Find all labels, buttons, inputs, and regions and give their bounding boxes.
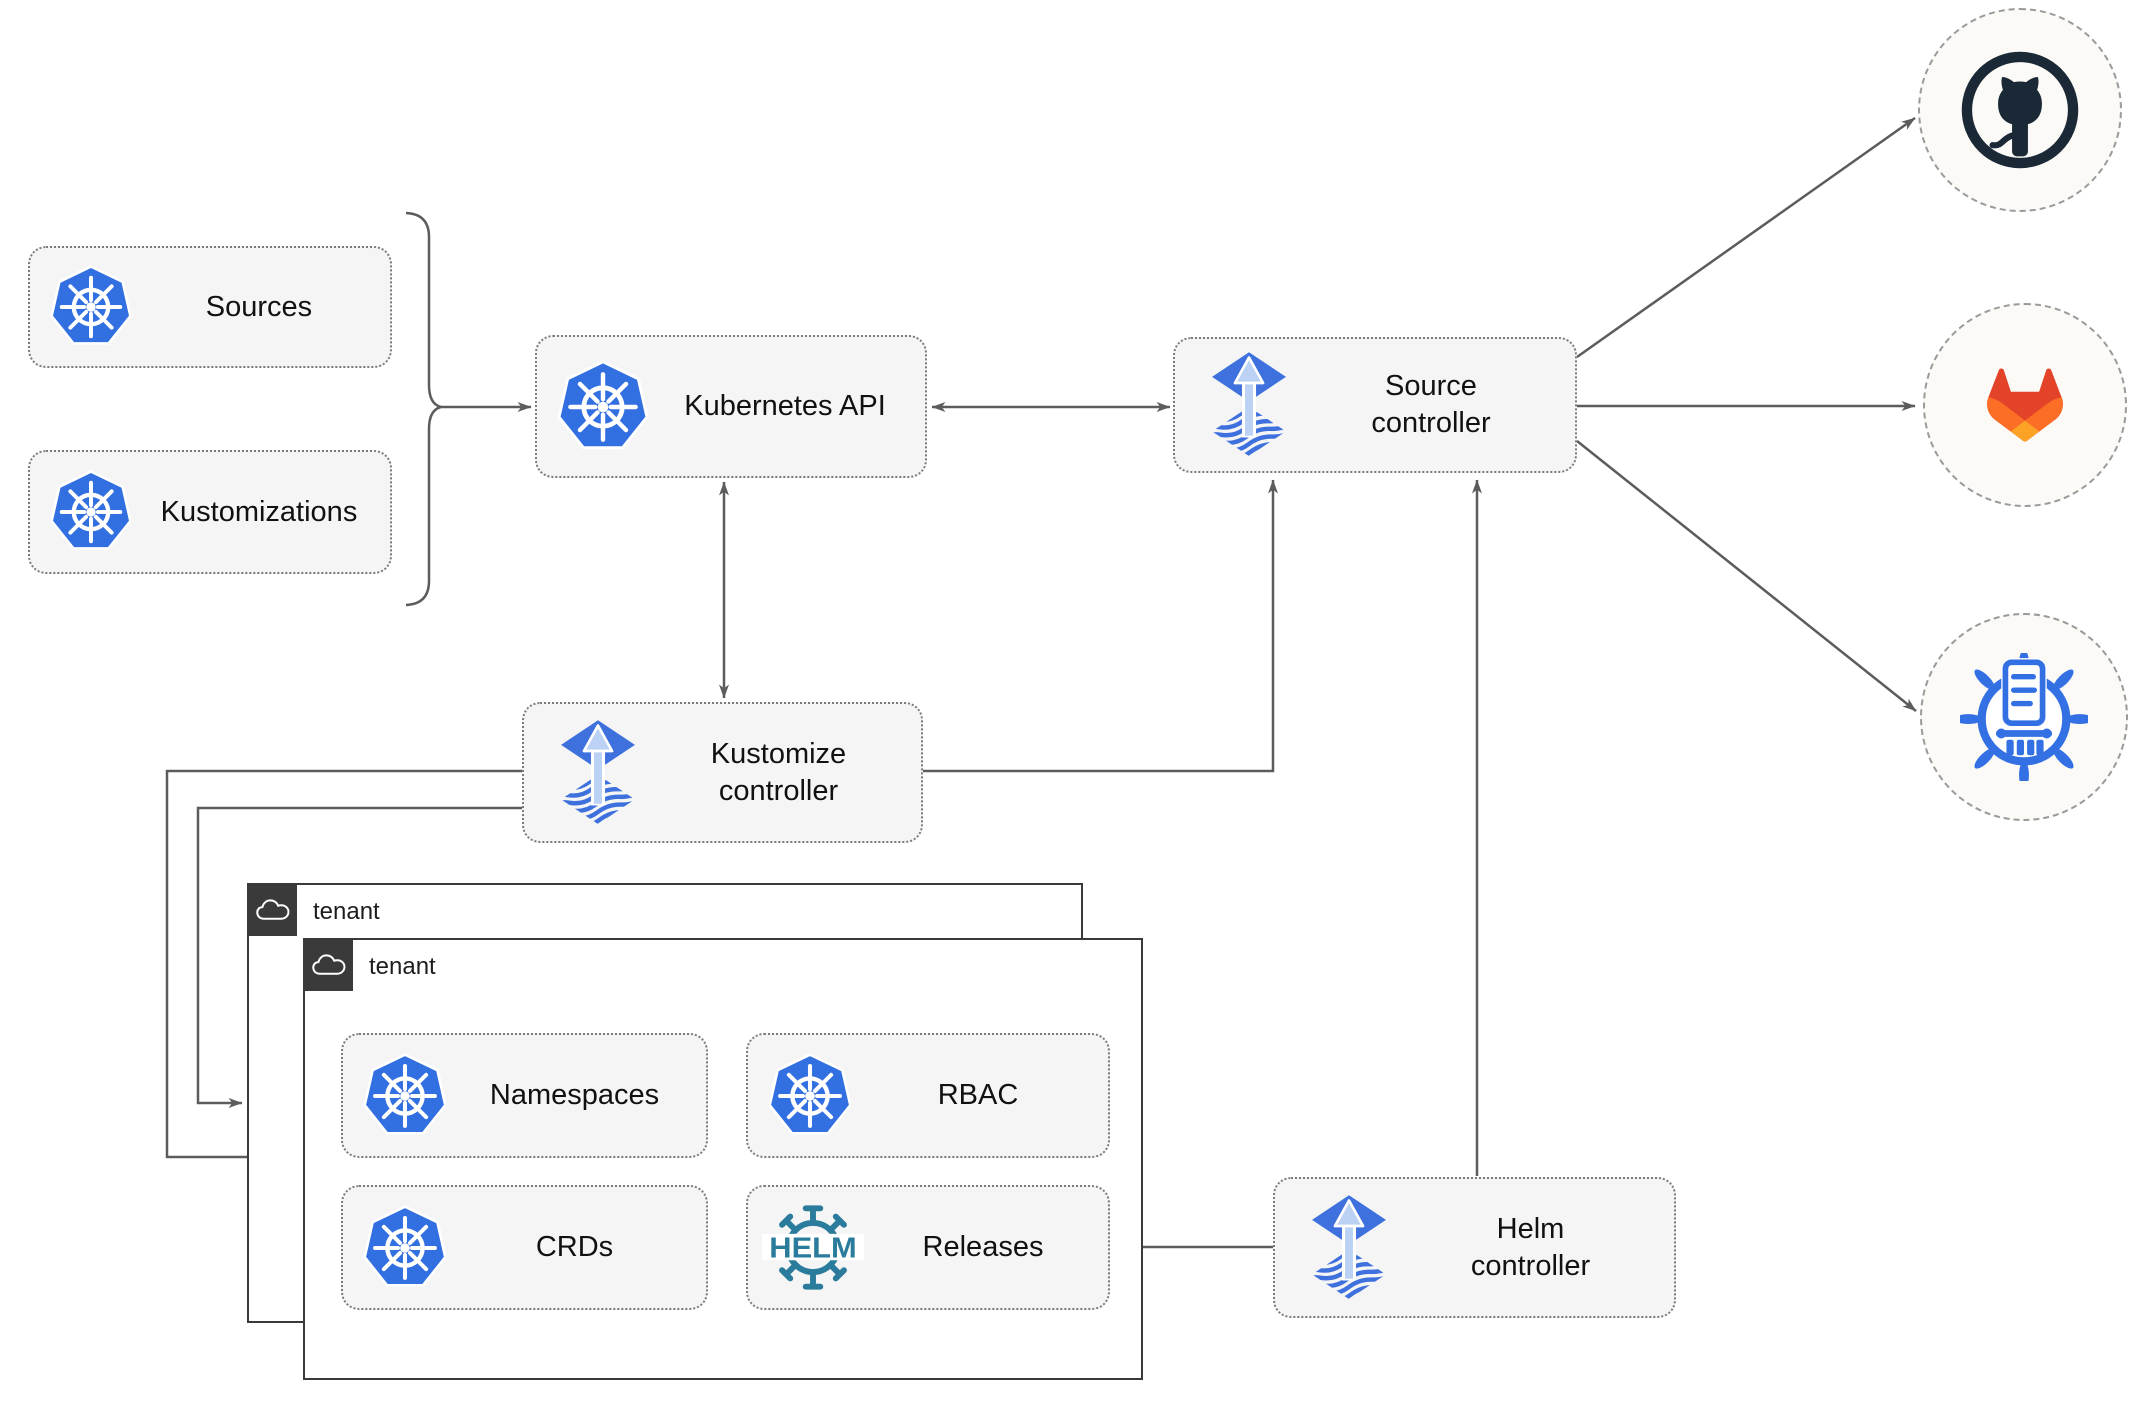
node-label: RBAC [937, 1079, 1019, 1111]
node-label: Kustomizations [160, 495, 358, 528]
kubernetes-icon [361, 1052, 449, 1140]
chartmuseum-icon [1960, 653, 2088, 781]
node-label: Kubernetes API [684, 390, 886, 422]
cloud-icon [255, 897, 291, 924]
node-kubernetes-api: Kubernetes API [535, 335, 927, 478]
node-namespaces: Namespaces [341, 1033, 708, 1158]
tenant-label: tenant [313, 898, 380, 925]
node-gitlab [1923, 303, 2127, 507]
tenant-tab [248, 884, 297, 936]
helm-logo-text: HELM [769, 1233, 856, 1265]
node-label: Helm controller [1470, 1212, 1591, 1282]
node-helm-controller: Helm controller [1273, 1177, 1676, 1318]
node-label: Sources [205, 290, 313, 323]
node-sources: Sources [28, 246, 392, 368]
node-source-controller: Source controller [1173, 337, 1577, 473]
kubernetes-icon [555, 359, 651, 455]
brace-sources-kustomizations [405, 211, 442, 607]
kubernetes-icon [766, 1052, 854, 1140]
connector-kustomize-controller-to-tenant-front [165, 769, 522, 1162]
gitlab-icon [1950, 330, 2100, 480]
node-github [1918, 8, 2122, 212]
tenant-box-front: tenant [303, 938, 1143, 1380]
connector-source-controller-to-github [1576, 116, 1916, 359]
connector-source-controller-to-chartmuseum [1576, 440, 1917, 712]
node-kustomizations: Kustomizations [28, 450, 392, 574]
node-label: Namespaces [489, 1079, 660, 1111]
cloud-icon [311, 952, 347, 979]
node-releases: HELM Releases [746, 1185, 1110, 1310]
node-rbac: RBAC [746, 1033, 1110, 1158]
node-label: CRDs [535, 1231, 614, 1263]
connector-kustomize-controller-to-tenant-back [196, 806, 522, 1108]
node-crds: CRDs [341, 1185, 708, 1310]
node-chartmuseum [1920, 613, 2128, 821]
kubernetes-icon [48, 469, 134, 555]
flux-icon [1305, 1192, 1393, 1304]
node-label: Source controller [1371, 370, 1491, 439]
tenant-tab [304, 939, 353, 991]
github-icon [1959, 49, 2081, 171]
connector-kustomize-controller-to-source-controller [923, 479, 1278, 773]
kubernetes-icon [361, 1204, 449, 1292]
node-label: Releases [922, 1231, 1044, 1263]
tenant-label: tenant [369, 953, 436, 980]
node-label: Kustomize controller [710, 737, 847, 807]
node-kustomize-controller: Kustomize controller [522, 702, 923, 843]
helm-icon: HELM [762, 1200, 864, 1295]
kubernetes-icon [48, 264, 134, 350]
flux-icon [554, 717, 642, 829]
flux-icon [1205, 349, 1293, 461]
